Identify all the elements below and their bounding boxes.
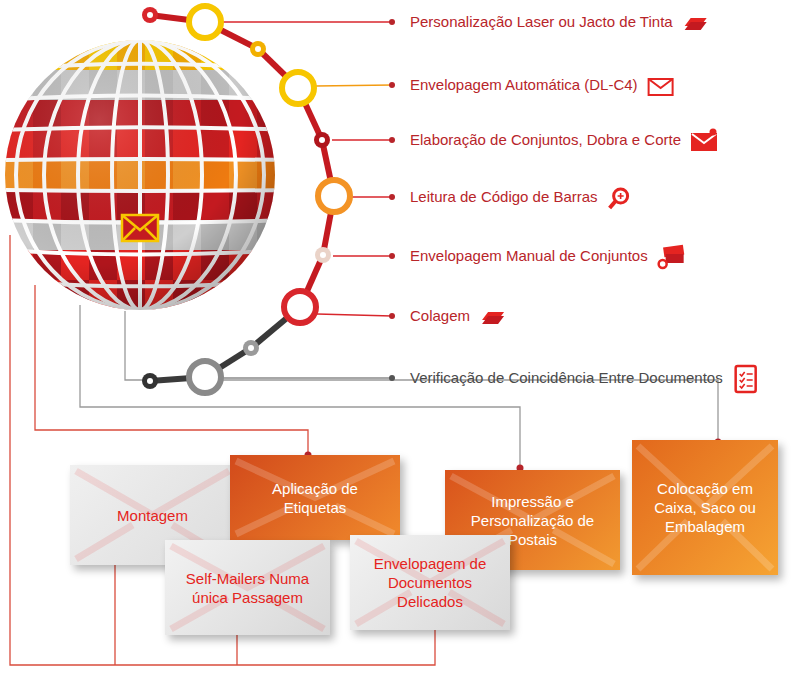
globe-cell	[285, 160, 313, 190]
chain-bead-hole	[147, 12, 153, 18]
service-box: Self-Mailers Numa única Passagem	[165, 540, 330, 635]
service-icon	[659, 245, 685, 268]
globe-cell	[229, 280, 257, 310]
chain-bead	[243, 340, 259, 356]
chain-ring	[318, 180, 350, 212]
box-text: Self-Mailers Numa única Passagem	[175, 569, 320, 607]
service-label: Elaboração de Conjuntos, Dobra e Corte	[410, 131, 681, 149]
globe-cell	[5, 280, 33, 310]
chain-bead-hole	[319, 137, 325, 143]
service-label: Personalização Laser ou Jacto de Tinta	[410, 13, 673, 31]
service-box: Envelopagem de Documentos Delicados	[350, 535, 510, 630]
chain-bead	[142, 7, 158, 23]
service-icon	[482, 312, 504, 324]
globe-cell	[285, 190, 313, 220]
leader-lines	[10, 19, 722, 665]
globe-cell	[257, 0, 285, 40]
chain-bead	[314, 132, 330, 148]
box-text: Colocação em Caixa, Saco ou Embalagem	[642, 479, 768, 536]
globe-parallel	[0, 310, 290, 318]
service-label: Envelopagem Automática (DL-C4)	[410, 76, 638, 94]
chain-bead	[250, 41, 266, 57]
leader-dot	[389, 19, 395, 25]
leader-dot	[389, 375, 395, 381]
globe-cell	[285, 250, 313, 280]
globe-cell	[285, 130, 313, 160]
chain-bead	[142, 373, 158, 389]
chain-ring	[284, 291, 316, 323]
globe-cell	[257, 280, 285, 310]
globe-cell	[89, 0, 117, 40]
leader-line	[352, 196, 392, 197]
globe-cell	[5, 40, 33, 70]
service-box: Aplicação de Etiquetas	[230, 455, 400, 540]
box-text: Aplicação de Etiquetas	[240, 479, 390, 517]
globe-shade	[5, 40, 275, 310]
envelope-motif	[230, 455, 400, 540]
box-text: Envelopagem de Documentos Delicados	[360, 554, 500, 611]
service-icon	[692, 129, 717, 151]
chain-ring	[189, 6, 221, 38]
service-label: Verificação de Coincidência Entre Docume…	[410, 369, 723, 387]
globe-cell	[33, 40, 61, 70]
globe-cell	[285, 220, 313, 250]
globe-cell	[61, 0, 89, 40]
leader-dot	[389, 253, 395, 259]
chain-bead-hole	[248, 345, 254, 351]
service-icon	[610, 189, 628, 208]
chain-bead-hole	[147, 378, 153, 384]
chain-ring	[282, 72, 314, 104]
chain-bead-hole	[320, 252, 326, 258]
leader-line	[333, 255, 392, 256]
chain	[142, 6, 350, 393]
chain-bead	[315, 247, 331, 263]
service-icon	[649, 79, 673, 95]
service-icon	[685, 18, 707, 30]
leader-line	[223, 21, 392, 22]
service-label: Leitura de Código de Barras	[410, 188, 598, 206]
globe-cell	[33, 0, 61, 40]
leader-line	[317, 314, 392, 316]
globe-cell	[285, 0, 313, 40]
service-label: Colagem	[410, 307, 470, 325]
chain-ring	[189, 361, 221, 393]
globe-parallel	[0, 32, 290, 40]
leader-dot	[389, 313, 395, 319]
leader-line	[80, 305, 520, 468]
leader-line	[223, 377, 392, 378]
leader-dot	[389, 194, 395, 200]
globe-cell	[5, 250, 33, 280]
globe-cell	[33, 280, 61, 310]
globe	[0, 0, 313, 320]
envelope-icon	[122, 215, 158, 241]
leader-line	[35, 285, 308, 455]
globe-cell	[257, 250, 285, 280]
globe-cell	[285, 40, 313, 70]
globe-cell	[5, 70, 33, 100]
globe-cell	[5, 0, 33, 40]
leader-line	[316, 85, 392, 86]
leader-line	[332, 139, 392, 140]
globe-cell	[117, 0, 145, 40]
chain-bead-hole	[255, 46, 261, 52]
service-label: Envelopagem Manual de Conjuntos	[410, 247, 648, 265]
leader-dot	[389, 137, 395, 143]
box-text: Montagem	[117, 506, 188, 525]
service-box: Colocação em Caixa, Saco ou Embalagem	[632, 440, 778, 575]
envelope-motif	[165, 540, 330, 635]
leader-dot	[389, 82, 395, 88]
service-icon	[736, 366, 756, 392]
